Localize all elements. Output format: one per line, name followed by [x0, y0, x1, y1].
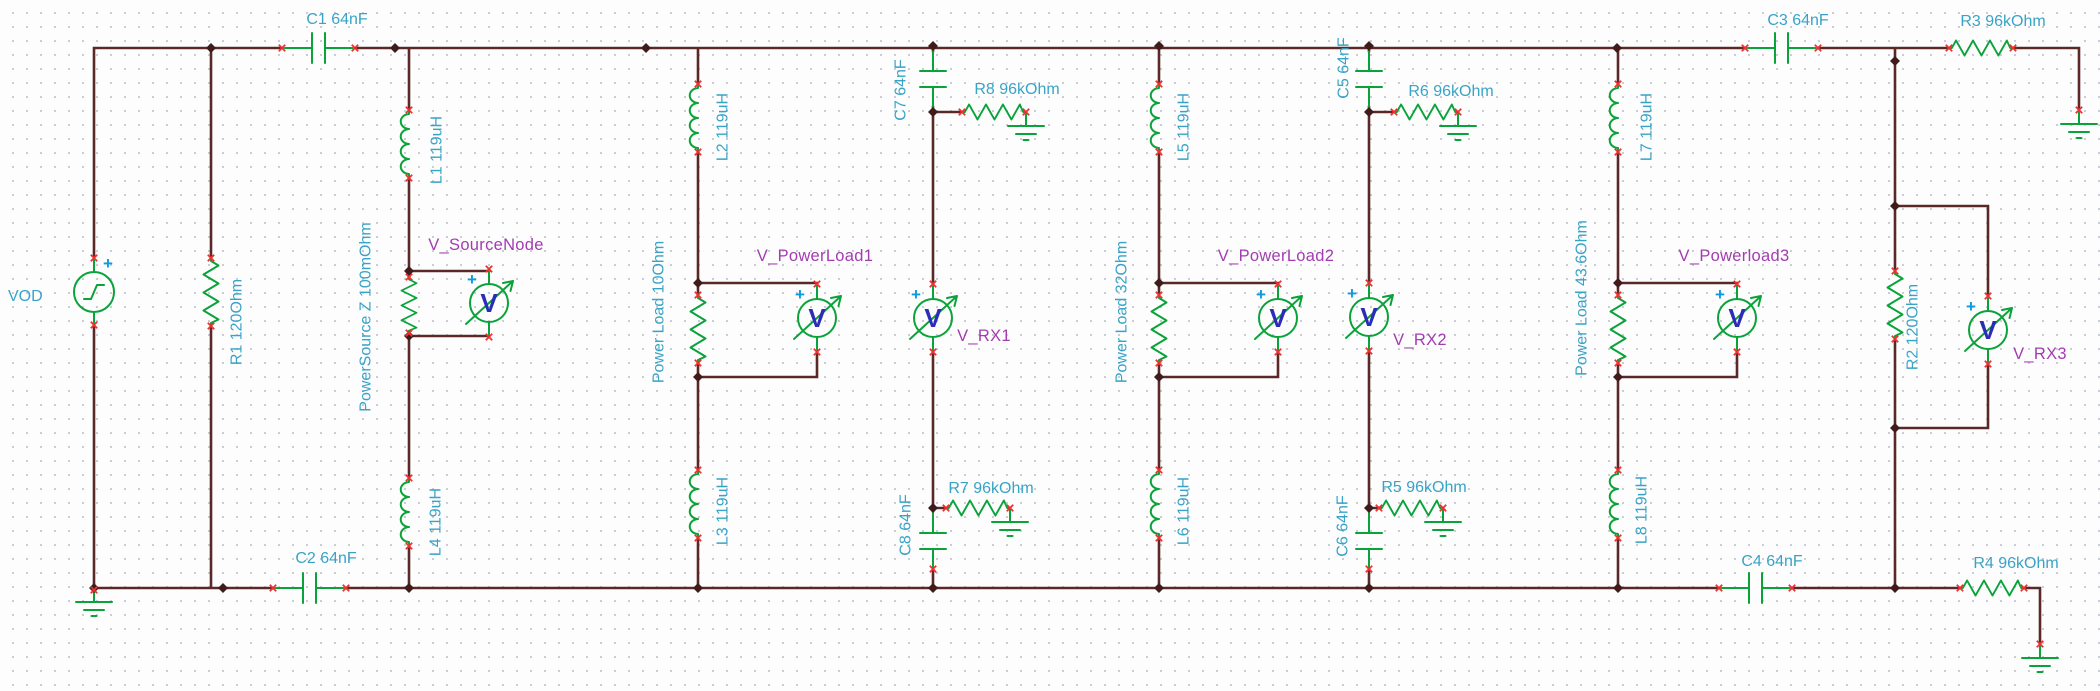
label-power-load-1[interactable]: Power Load 10Ohm [651, 241, 668, 383]
inductor-l5[interactable] [1149, 83, 1160, 153]
label-v-powerload3[interactable]: V_Powerload3 [1679, 247, 1790, 265]
label-c5[interactable]: C5 64nF [1336, 37, 1353, 99]
resistor-r4[interactable] [1959, 579, 2025, 597]
label-r3[interactable]: R3 96kOhm [1960, 13, 2045, 30]
capacitor-c4[interactable] [1720, 572, 1791, 604]
voltmeter-letter: V [1360, 302, 1378, 332]
label-c4[interactable]: C4 64nF [1741, 553, 1803, 570]
inductor-l3[interactable] [688, 469, 699, 539]
capacitor-c1[interactable] [283, 32, 354, 64]
inductor-l6[interactable] [1149, 469, 1160, 539]
capacitor-c5[interactable] [1355, 50, 1383, 108]
label-c2[interactable]: C2 64nF [295, 550, 357, 567]
capacitor-c3[interactable] [1746, 32, 1817, 64]
resistor-r6[interactable] [1393, 103, 1459, 121]
label-r7[interactable]: R7 96kOhm [948, 480, 1033, 497]
inductor-l8[interactable] [1608, 469, 1619, 539]
voltmeter-letter: V [1979, 315, 1997, 345]
voltmeter-letter: V [808, 303, 826, 333]
label-r6[interactable]: R6 96kOhm [1408, 83, 1493, 100]
voltmeter-source-node[interactable]: + V [465, 268, 514, 338]
capacitor-c7[interactable] [919, 50, 947, 108]
label-v-sourcenode[interactable]: V_SourceNode [428, 236, 544, 254]
resistor-power-load-1[interactable] [689, 294, 707, 364]
polarity-plus-icon: + [1966, 297, 1976, 316]
polarity-plus-icon: + [103, 254, 113, 273]
label-v-rx1[interactable]: V_RX1 [957, 327, 1011, 345]
capacitor-c8[interactable] [919, 512, 947, 570]
polarity-plus-icon: + [911, 285, 921, 304]
label-r2[interactable]: R2 120Ohm [1905, 284, 1922, 370]
voltmeter-power-load3[interactable]: + V [1713, 283, 1762, 353]
resistor-r5[interactable] [1378, 499, 1444, 517]
label-power-source-z[interactable]: PowerSource Z 100mOhm [358, 222, 375, 411]
label-v-rx3[interactable]: V_RX3 [2013, 345, 2067, 363]
resistor-r7[interactable] [945, 499, 1011, 517]
voltmeter-rx3[interactable]: + V [1964, 295, 2013, 365]
label-power-load-3[interactable]: Power Load 43.6Ohm [1574, 220, 1591, 376]
label-c1[interactable]: C1 64nF [306, 11, 368, 28]
resistor-r3[interactable] [1948, 39, 2014, 57]
polarity-plus-icon: + [1256, 285, 1266, 304]
label-r1[interactable]: R1 120Ohm [229, 279, 246, 365]
label-c8[interactable]: C8 64nF [898, 494, 915, 556]
inductor-l7[interactable] [1608, 83, 1619, 153]
ground-icon[interactable] [2021, 643, 2059, 673]
inductor-l4[interactable] [399, 477, 410, 547]
voltage-source-vod[interactable]: + [73, 254, 115, 326]
ground-icon[interactable] [2060, 109, 2098, 139]
resistor-power-load-2[interactable] [1150, 294, 1168, 364]
label-c3[interactable]: C3 64nF [1767, 12, 1829, 29]
voltmeter-letter: V [1269, 303, 1287, 333]
voltmeter-letter: V [924, 303, 942, 333]
voltmeter-rx2[interactable]: + V [1345, 282, 1394, 352]
label-r5[interactable]: R5 96kOhm [1381, 479, 1466, 496]
inductor-l2[interactable] [688, 83, 699, 153]
resistor-r1[interactable] [202, 257, 220, 327]
label-power-load-2[interactable]: Power Load 32Ohm [1114, 241, 1131, 383]
voltmeter-power-load1[interactable]: + V [793, 283, 842, 353]
polarity-plus-icon: + [795, 285, 805, 304]
label-r8[interactable]: R8 96kOhm [974, 81, 1059, 98]
polarity-plus-icon: + [467, 270, 477, 289]
voltmeter-power-load2[interactable]: + V [1254, 283, 1303, 353]
label-l3[interactable]: L3 119uH [715, 477, 732, 545]
label-r4[interactable]: R4 96kOhm [1973, 555, 2058, 572]
label-l6[interactable]: L6 119uH [1176, 477, 1193, 545]
capacitor-c6[interactable] [1355, 512, 1383, 570]
label-v-rx2[interactable]: V_RX2 [1393, 331, 1447, 349]
voltmeter-letter: V [1728, 303, 1746, 333]
inductor-l1[interactable] [399, 109, 410, 179]
polarity-plus-icon: + [1715, 285, 1725, 304]
label-vod[interactable]: VOD [8, 288, 43, 305]
label-l7[interactable]: L7 119uH [1639, 93, 1656, 161]
capacitor-c2[interactable] [274, 572, 345, 604]
label-v-powerload2[interactable]: V_PowerLoad2 [1218, 247, 1334, 265]
resistor-power-load-3[interactable] [1609, 294, 1627, 364]
resistor-r8[interactable] [961, 103, 1027, 121]
label-l8[interactable]: L8 119uH [1634, 476, 1651, 544]
label-l5[interactable]: L5 119uH [1176, 93, 1193, 161]
resistor-r2[interactable] [1886, 270, 1904, 340]
label-v-powerload1[interactable]: V_PowerLoad1 [757, 247, 873, 265]
label-c7[interactable]: C7 64nF [893, 59, 910, 121]
resistor-power-source-z[interactable] [400, 276, 418, 335]
voltmeter-rx1[interactable]: + V [909, 283, 958, 353]
polarity-plus-icon: + [1347, 284, 1357, 303]
label-l2[interactable]: L2 119uH [715, 93, 732, 161]
label-l4[interactable]: L4 119uH [428, 488, 445, 556]
label-l1[interactable]: L1 119uH [429, 116, 446, 184]
voltmeter-letter: V [480, 288, 498, 318]
label-c6[interactable]: C6 64nF [1335, 495, 1352, 557]
